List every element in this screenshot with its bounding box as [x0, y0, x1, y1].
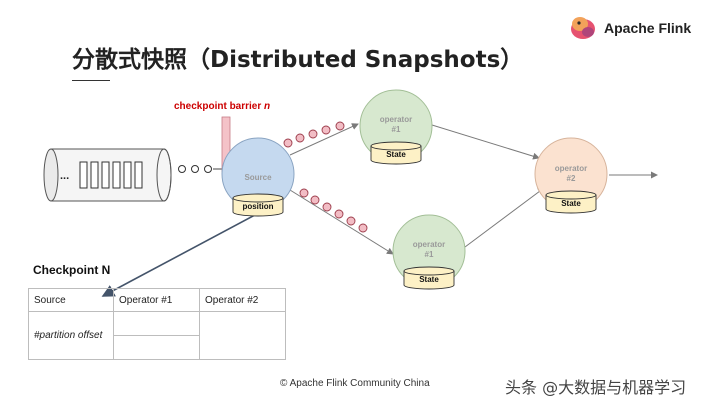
operator-right-node: operator #2 State [534, 137, 608, 214]
operator-right-line2: #2 [567, 174, 576, 183]
checkpoint-barrier-label: checkpoint barrier n [174, 101, 270, 112]
barrier-label-n: n [264, 101, 271, 112]
input-stream: ... [43, 148, 172, 202]
footer-copyright: © Apache Flink Community China [280, 378, 430, 389]
header-operator-1: Operator #1 [113, 288, 200, 312]
operator-bottom-line1: operator [413, 240, 445, 249]
table-row [29, 335, 286, 360]
source-node: Source position [221, 137, 295, 217]
operator-1-cell-b [113, 335, 200, 360]
events-to-operator-top [283, 121, 345, 148]
title-underline [72, 80, 110, 81]
operator-right-state-store: State [545, 190, 597, 214]
operator-top-node: operator #1 State [359, 89, 433, 165]
table-header-row: Source Operator #1 Operator #2 [28, 288, 286, 312]
operator-top-state-store: State [370, 141, 422, 165]
watermark: 头条 @大数据与机器学习 [505, 378, 687, 397]
flink-squirrel-logo [571, 17, 595, 39]
partition-offset-cell: #partition offset [28, 311, 114, 360]
operator-bottom-node: operator #1 State [392, 214, 466, 290]
barrier-label-text: checkpoint barrier [174, 101, 262, 112]
operator-right-state-label: State [561, 199, 581, 208]
table-row: #partition offset [28, 311, 286, 360]
stream-ellipsis: ... [60, 170, 69, 182]
operator-top-line2: #1 [392, 125, 401, 134]
snapshot-arrow [101, 214, 256, 297]
checkpoint-table: Source Operator #1 Operator #2 #partitio… [28, 288, 286, 360]
operator-bottom-state-store: State [403, 266, 455, 290]
operator-top-state-label: State [386, 150, 406, 159]
source-position-store: position [232, 193, 284, 217]
stream-events [178, 165, 222, 173]
source-label: Source [244, 173, 272, 182]
source-store-label: position [242, 202, 273, 211]
slide-title: 分散式快照（Distributed Snapshots） [72, 47, 524, 73]
brand: Apache Flink [568, 12, 718, 42]
brand-name: Apache Flink [604, 20, 692, 36]
checkpoint-title: Checkpoint N [33, 263, 111, 277]
operator-2-cell [199, 311, 286, 360]
edges [289, 123, 658, 255]
header-operator-2: Operator #2 [199, 288, 286, 312]
operator-1-cell-a [113, 311, 200, 336]
operator-top-line1: operator [380, 115, 412, 124]
operator-right-line1: operator [555, 164, 587, 173]
operator-bottom-line2: #1 [425, 250, 434, 259]
operator-bottom-state-label: State [419, 275, 439, 284]
events-to-operator-bottom [299, 188, 368, 233]
header-source: Source [28, 288, 114, 312]
stream-records [79, 161, 143, 189]
